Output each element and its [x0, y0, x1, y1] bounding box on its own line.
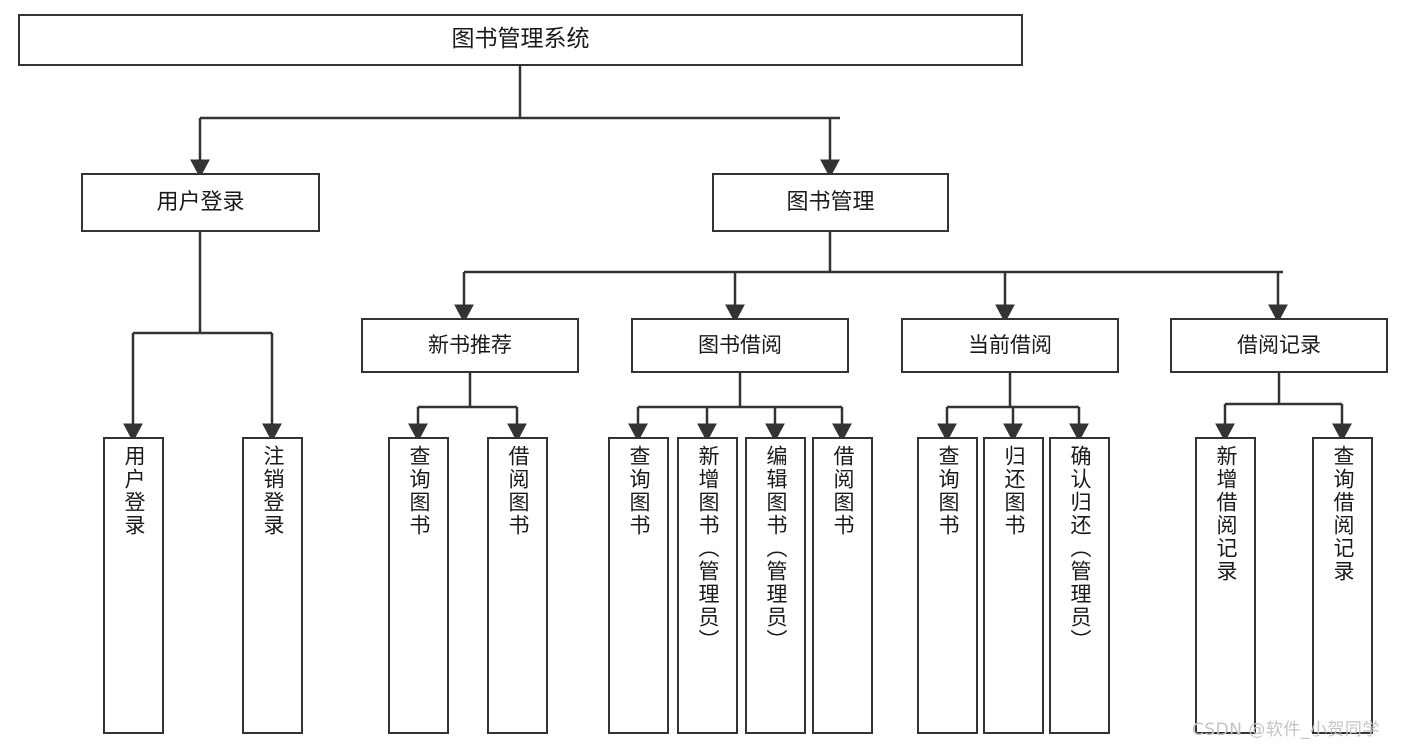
node-book-borrow-label: 图书借阅	[698, 333, 782, 358]
edge-book-manage-to-level2	[454, 232, 1288, 323]
edge-user-login-to-leaves	[123, 232, 282, 442]
node-user-login-label: 用户登录	[156, 189, 245, 215]
node-leaf-borrow-query[interactable]: 查询图书	[608, 437, 669, 734]
node-leaf-user-logout[interactable]: 注销登录	[242, 437, 303, 734]
node-leaf-rec-borrow-label: 借阅图书	[506, 445, 530, 537]
node-leaf-borrow-lend-label: 借阅图书	[831, 445, 855, 537]
node-leaf-user-logout-label: 注销登录	[261, 445, 285, 537]
node-book-borrow[interactable]: 图书借阅	[631, 318, 849, 373]
edge-new-book-rec-to-leaves	[408, 373, 527, 442]
node-leaf-rec-search[interactable]: 查询借阅记录	[1312, 437, 1373, 734]
edge-current-borrow-to-leaves	[937, 373, 1089, 442]
csdn-watermark: CSDN @软件_小贺同学	[1192, 720, 1380, 740]
node-leaf-borrow-edit-label: 编辑图书（管理员）	[764, 445, 788, 652]
node-leaf-cur-return-label: 归还图书	[1002, 445, 1026, 537]
node-leaf-user-login-label: 用户登录	[122, 445, 146, 537]
node-new-book-rec[interactable]: 新书推荐	[361, 318, 579, 373]
edge-root-to-level1	[190, 66, 840, 178]
node-leaf-cur-confirm-label: 确认归还（管理员）	[1068, 445, 1092, 652]
node-borrow-record-label: 借阅记录	[1237, 333, 1321, 358]
node-leaf-borrow-edit[interactable]: 编辑图书（管理员）	[745, 437, 806, 734]
node-leaf-cur-query[interactable]: 查询图书	[917, 437, 978, 734]
node-leaf-rec-query[interactable]: 查询图书	[388, 437, 449, 734]
node-leaf-rec-query-label: 查询图书	[407, 445, 431, 537]
node-leaf-user-login[interactable]: 用户登录	[103, 437, 164, 734]
node-leaf-borrow-add[interactable]: 新增图书（管理员）	[677, 437, 738, 734]
edge-borrow-record-to-leaves	[1215, 373, 1352, 442]
node-book-manage[interactable]: 图书管理	[712, 173, 949, 232]
node-leaf-borrow-query-label: 查询图书	[627, 445, 651, 537]
node-leaf-borrow-add-label: 新增图书（管理员）	[696, 445, 720, 652]
node-root-label: 图书管理系统	[451, 26, 590, 53]
node-borrow-record[interactable]: 借阅记录	[1170, 318, 1388, 373]
node-leaf-cur-confirm[interactable]: 确认归还（管理员）	[1049, 437, 1110, 734]
node-book-manage-label: 图书管理	[786, 189, 875, 215]
node-user-login[interactable]: 用户登录	[81, 173, 320, 232]
node-root[interactable]: 图书管理系统	[18, 14, 1023, 66]
node-leaf-rec-search-label: 查询借阅记录	[1331, 445, 1355, 583]
node-leaf-rec-add-label: 新增借阅记录	[1214, 445, 1238, 583]
edge-book-borrow-to-leaves	[628, 373, 852, 442]
node-leaf-rec-borrow[interactable]: 借阅图书	[487, 437, 548, 734]
node-new-book-rec-label: 新书推荐	[428, 333, 512, 358]
node-leaf-rec-add[interactable]: 新增借阅记录	[1195, 437, 1256, 734]
node-leaf-borrow-lend[interactable]: 借阅图书	[812, 437, 873, 734]
node-current-borrow[interactable]: 当前借阅	[901, 318, 1119, 373]
node-leaf-cur-query-label: 查询图书	[936, 445, 960, 537]
node-current-borrow-label: 当前借阅	[968, 333, 1052, 358]
node-leaf-cur-return[interactable]: 归还图书	[983, 437, 1044, 734]
